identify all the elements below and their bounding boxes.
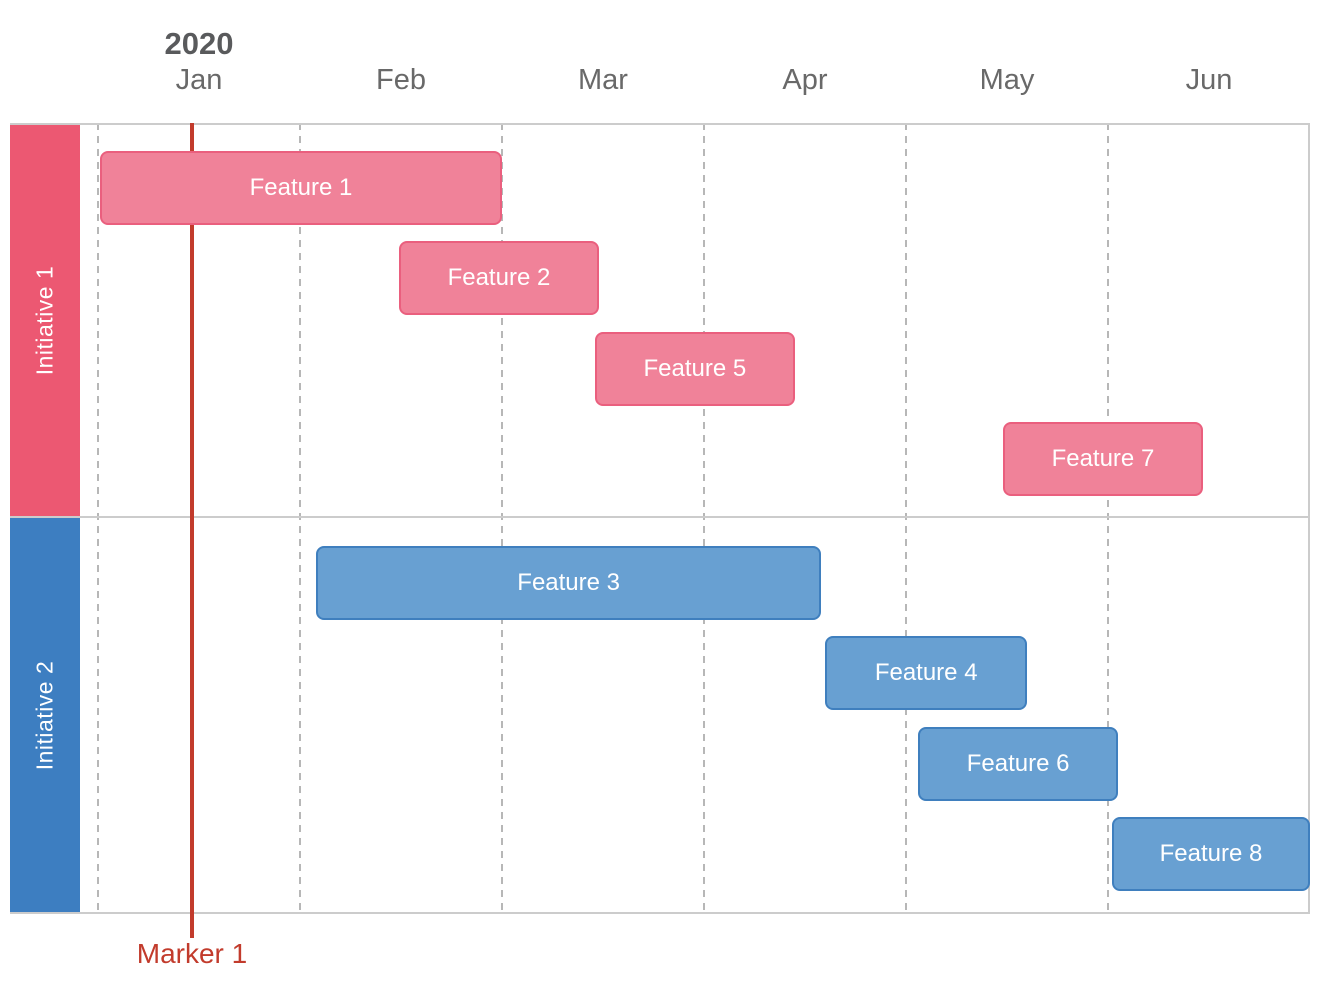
feature-bar[interactable]: Feature 3 [316, 546, 822, 620]
month-grid-line [905, 123, 907, 914]
feature-bar-label: Feature 6 [966, 750, 1070, 777]
month-label: Apr [782, 64, 828, 96]
feature-bar-label: Feature 7 [1051, 445, 1155, 472]
chart-border-bottom [10, 912, 1310, 914]
feature-bar[interactable]: Feature 4 [825, 636, 1028, 710]
marker-line [189, 123, 194, 938]
month-grid-line [703, 123, 705, 914]
feature-bar-label: Feature 4 [874, 659, 978, 686]
feature-bar-label: Feature 5 [643, 355, 747, 382]
chart-border-top [10, 123, 1310, 125]
lane-separator [10, 516, 1310, 518]
lane-sidebar-2: Initiative 2 [10, 518, 80, 912]
lane-label: Initiative 1 [31, 265, 58, 376]
feature-bar[interactable]: Feature 2 [398, 241, 599, 315]
month-grid-line [299, 123, 301, 914]
feature-bar-label: Feature 3 [517, 569, 621, 596]
month-label: May [979, 64, 1035, 96]
feature-bar-label: Feature 2 [447, 264, 551, 291]
chart-border-right [1308, 123, 1310, 914]
month-label: Feb [376, 64, 426, 96]
year-label: 2020 [164, 26, 234, 61]
gantt-chart: Initiative 1 Feature 1 Feature 2 Feature 5 F… [10, 123, 1310, 938]
month-grid-line [1107, 123, 1109, 914]
marker-label: Marker 1 [136, 938, 248, 969]
lane-sidebar-1: Initiative 1 [10, 125, 80, 516]
feature-bar[interactable]: Feature 7 [1002, 422, 1203, 496]
feature-bar-label: Feature 1 [249, 174, 353, 201]
month-label: Jan [175, 64, 223, 96]
month-label: Mar [578, 64, 628, 96]
feature-bar[interactable]: Feature 1 [100, 151, 502, 225]
month-grid-line [97, 123, 99, 914]
month-grid-line [501, 123, 503, 914]
feature-bar[interactable]: Feature 8 [1112, 817, 1310, 891]
feature-bar[interactable]: Feature 5 [594, 332, 795, 406]
month-label: Jun [1185, 64, 1233, 96]
lane-label: Initiative 2 [31, 660, 58, 770]
feature-bar-label: Feature 8 [1159, 840, 1263, 867]
feature-bar[interactable]: Feature 6 [918, 727, 1119, 801]
